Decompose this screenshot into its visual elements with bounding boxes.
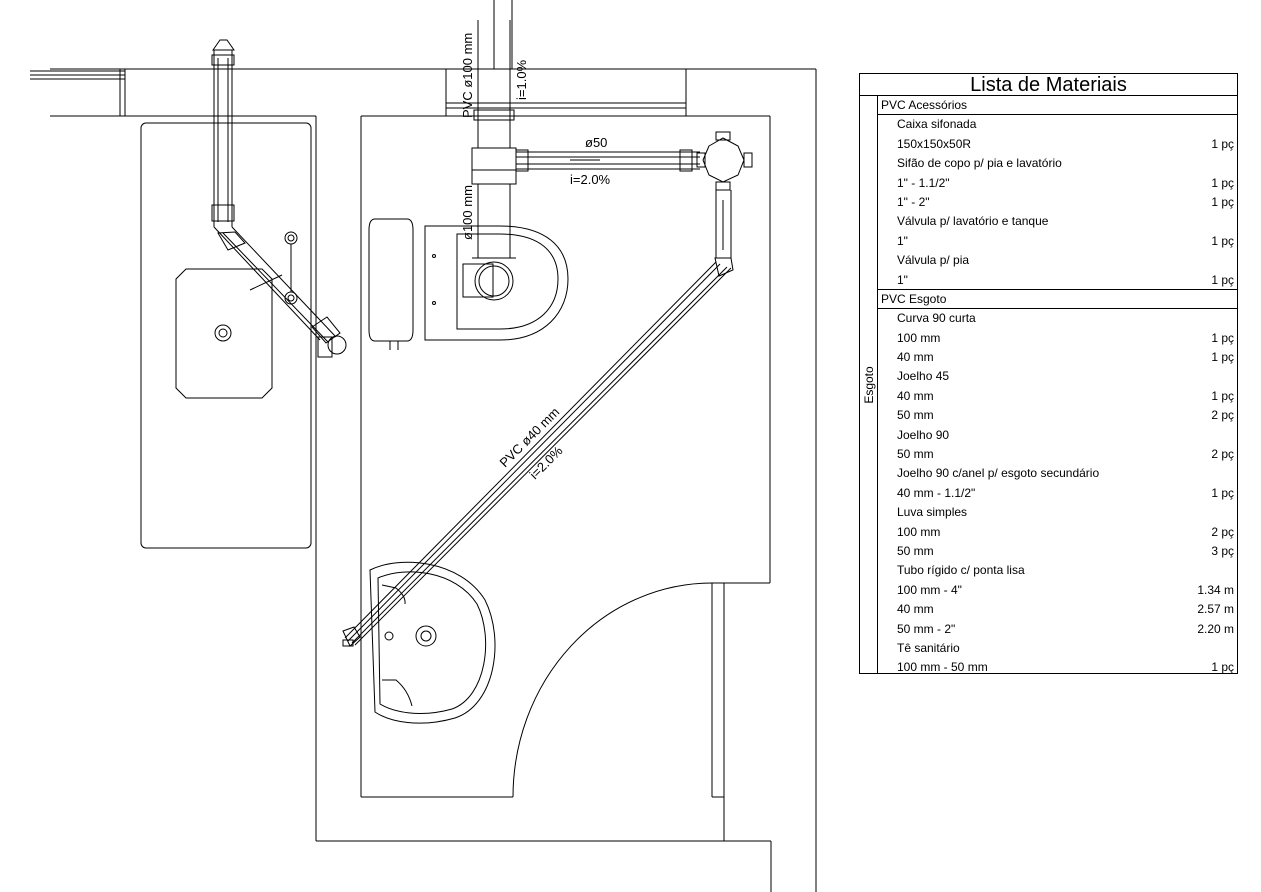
variant-size: 100 mm - 50 mm xyxy=(897,660,988,675)
branch-diameter-label: ø50 xyxy=(585,135,607,150)
material-list-title: Lista de Materiais xyxy=(860,74,1237,96)
variant-qty: 1 pç xyxy=(1211,136,1234,151)
group-header: PVC Esgoto xyxy=(878,290,1237,310)
material-variant-row: 1" - 1.1/2" 1 pç xyxy=(878,174,1237,193)
kitchen-sink xyxy=(140,122,312,549)
variant-qty: 2 pç xyxy=(1211,524,1234,539)
side-label-text: Esgoto xyxy=(861,365,876,404)
variant-qty: 1 pç xyxy=(1211,485,1234,500)
variant-qty: 3 pç xyxy=(1211,543,1234,558)
material-variant-row: 50 mm 2 pç xyxy=(878,406,1237,425)
variant-size: 1" - 2" xyxy=(897,194,930,209)
variant-size: 1" - 1.1/2" xyxy=(897,175,950,190)
variant-qty: 1 pç xyxy=(1211,233,1234,248)
variant-qty: 2.57 m xyxy=(1197,602,1234,617)
material-variant-row: 40 mm 1 pç xyxy=(878,348,1237,367)
material-variant-row: 40 mm 1 pç xyxy=(878,387,1237,406)
material-variant-row: 40 mm - 1.1/2" 1 pç xyxy=(878,484,1237,503)
variant-size: 100 mm - 4" xyxy=(897,582,962,597)
variant-qty: 1 pç xyxy=(1211,388,1234,403)
material-variant-row: 1" 1 pç xyxy=(878,271,1237,290)
variant-qty: 1 pç xyxy=(1211,272,1234,287)
material-variant-row: 50 mm - 2" 2.20 m xyxy=(878,620,1237,639)
variant-size: 40 mm - 1.1/2" xyxy=(897,485,976,500)
group-header: PVC Acessórios xyxy=(878,96,1237,116)
material-variant-row: 1" 1 pç xyxy=(878,232,1237,251)
material-item: Joelho 90 xyxy=(897,427,950,442)
branch-slope-label: i=2.0% xyxy=(570,172,611,187)
material-list-side-label: Esgoto xyxy=(860,96,878,673)
material-variant-row: 50 mm 3 pç xyxy=(878,542,1237,561)
material-item: Tubo rígido c/ ponta lisa xyxy=(897,563,1025,578)
washbasin xyxy=(369,561,496,724)
variant-size: 50 mm xyxy=(897,543,934,558)
variant-size: 40 mm xyxy=(897,388,934,403)
variant-size: 50 mm xyxy=(897,408,934,423)
variant-qty: 1.34 m xyxy=(1197,582,1234,597)
material-item: Caixa sifonada xyxy=(897,117,977,132)
material-variant-row: 100 mm - 4" 1.34 m xyxy=(878,581,1237,600)
variant-size: 100 mm xyxy=(897,524,941,539)
material-list-rows: PVC Acessórios Caixa sifonada 150x150x50… xyxy=(878,96,1237,674)
plumbing-floor-plan: PVC ø100 mm i=1.0% ø50 i=2.0% ø100 mm PV… xyxy=(30,0,817,892)
material-item: Curva 90 curta xyxy=(897,311,976,326)
toilet xyxy=(368,218,569,350)
variant-size: 50 mm xyxy=(897,447,934,462)
variant-qty: 2.20 m xyxy=(1197,621,1234,636)
variant-qty: 1 pç xyxy=(1211,194,1234,209)
variant-size: 40 mm xyxy=(897,350,934,365)
variant-qty: 2 pç xyxy=(1211,447,1234,462)
vertical-pipe-diameter-label: PVC ø100 mm xyxy=(460,33,475,118)
material-item: Joelho 90 c/anel p/ esgoto secundário xyxy=(897,466,1100,481)
pipes xyxy=(211,20,753,647)
material-variant-row: 40 mm 2.57 m xyxy=(878,600,1237,619)
walls xyxy=(30,0,817,892)
material-list-table: Lista de Materiais Esgoto PVC Acessórios… xyxy=(859,73,1238,674)
variant-size: 150x150x50R xyxy=(897,136,972,151)
material-variant-row: 1" - 2" 1 pç xyxy=(878,193,1237,212)
material-variant-row: 50 mm 2 pç xyxy=(878,445,1237,464)
material-item: Tê sanitário xyxy=(897,640,960,655)
material-variant-row: 100 mm 1 pç xyxy=(878,329,1237,348)
material-item: Sifão de copo p/ pia e lavatório xyxy=(897,156,1062,171)
variant-qty: 1 pç xyxy=(1211,175,1234,190)
variant-qty: 1 pç xyxy=(1211,350,1234,365)
material-item: Joelho 45 xyxy=(897,369,950,384)
pipe-labels: PVC ø100 mm i=1.0% ø50 i=2.0% ø100 mm PV… xyxy=(460,33,611,482)
variant-size: 1" xyxy=(897,272,908,287)
variant-size: 100 mm xyxy=(897,330,941,345)
variant-qty: 1 pç xyxy=(1211,330,1234,345)
variant-size: 50 mm - 2" xyxy=(897,621,956,636)
material-item: Luva simples xyxy=(897,505,968,520)
variant-size: 1" xyxy=(897,233,908,248)
door xyxy=(512,582,770,841)
material-item: Válvula p/ pia xyxy=(897,253,970,268)
vertical-pipe-slope-label: i=1.0% xyxy=(514,59,529,100)
material-variant-row: 150x150x50R 1 pç xyxy=(878,135,1237,154)
material-variant-row: 100 mm - 50 mm 1 pç xyxy=(878,658,1237,677)
material-item: Válvula p/ lavatório e tanque xyxy=(897,214,1049,229)
variant-qty: 1 pç xyxy=(1211,660,1234,675)
variant-size: 40 mm xyxy=(897,602,934,617)
variant-qty: 2 pç xyxy=(1211,408,1234,423)
toilet-pipe-diameter-label: ø100 mm xyxy=(460,185,475,240)
material-variant-row: 100 mm 2 pç xyxy=(878,523,1237,542)
